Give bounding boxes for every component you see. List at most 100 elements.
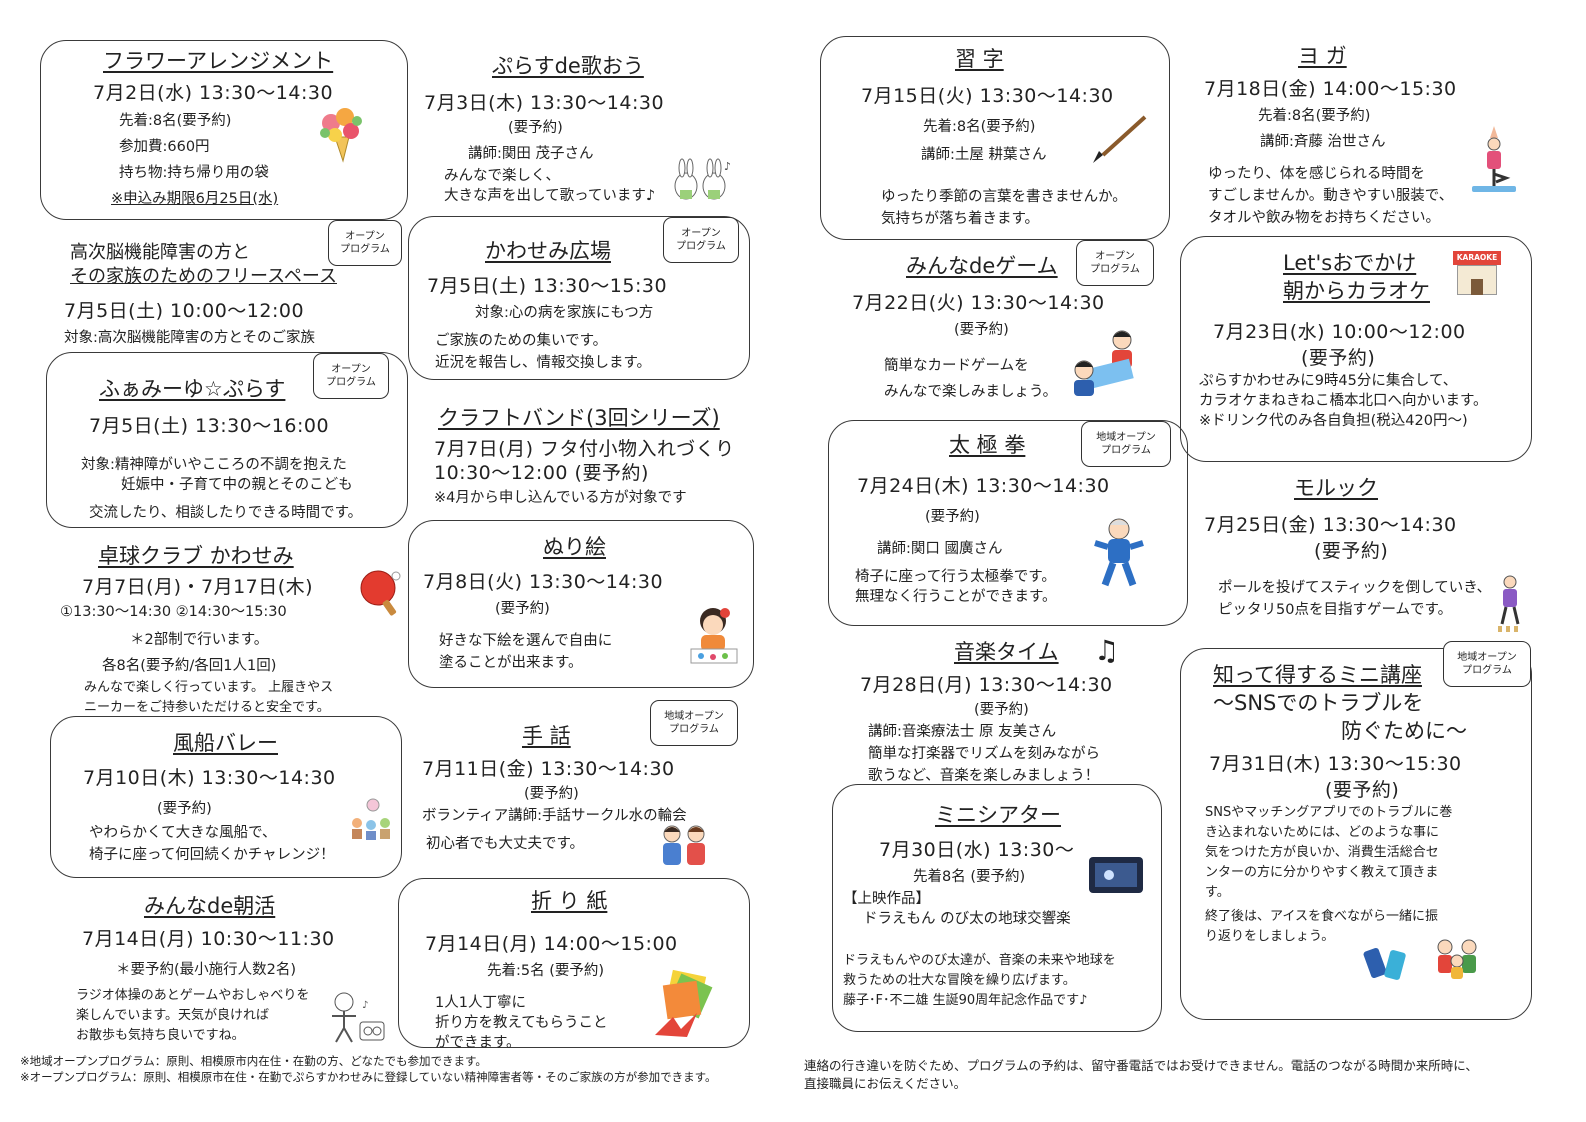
event-morning-activity: みんなde朝活 7月14日(月) 10:30～11:30 ＊要予約(最小施行人数…	[72, 884, 398, 1054]
event-desc-1: 簡単な打楽器でリズムを刻みながら	[868, 746, 1100, 762]
event-reservation: (要予約)	[1301, 347, 1376, 369]
event-reservation: (要予約)	[974, 702, 1029, 718]
footer-reservation-note-2: 直接職員にお伝えください。	[804, 1076, 967, 1091]
event-desc-2: カラオケまねきねこ橋本北口へ向かいます。	[1199, 393, 1488, 409]
event-desc-2: 楽しんでいます。天気が良ければ	[76, 1008, 270, 1023]
event-note: ※4月から申し込んでいる方が対象です	[434, 490, 687, 506]
event-date: 7月5日(土) 13:30～16:00	[89, 415, 330, 437]
singing-rabbits-icon: ♪	[674, 158, 731, 200]
event-title: 折 り 紙	[531, 889, 608, 913]
event-desc-1: みんなで楽しく行っています。 上履きやス	[84, 680, 334, 695]
event-title: 手 話	[522, 724, 571, 748]
event-title: ぬり絵	[543, 535, 606, 559]
karaoke-building-icon: KARAOKE	[1453, 251, 1501, 297]
event-desc-3: タオルや飲み物をお持ちください。	[1208, 210, 1440, 226]
event-instructor: 講師:音楽療法士 原 友美さん	[868, 724, 1057, 740]
sign-language-people-icon	[663, 825, 705, 865]
event-desc-1: やわらかくて大きな風船で、	[89, 825, 277, 841]
event-capacity: 先着:8名(要予約)	[1258, 108, 1371, 124]
event-reservation: ＊要予約(最小施行人数2名)	[116, 962, 297, 978]
regional-open-program-badge: 地域オープンプログラム	[1443, 641, 1531, 687]
event-desc-2: 大きな声を出して歌っています♪	[444, 188, 656, 204]
event-desc-2: 気持ちが落ち着きます。	[881, 211, 1040, 227]
event-desc-2: 椅子に座って何回続くかチャレンジ！	[89, 847, 335, 863]
event-film-title: ドラえもん のび太の地球交響楽	[863, 911, 1071, 927]
event-date: 7月30日(水) 13:30～	[879, 839, 1075, 861]
event-reservation: (要予約)	[524, 786, 579, 802]
event-desc-1: ゆったり季節の言葉を書きませんか。	[881, 189, 1127, 205]
event-desc-3: 気をつけた方が良いか、消費生活総合セ	[1205, 845, 1439, 860]
family-icon	[1437, 939, 1477, 979]
event-instructor: 講師:斉藤 治世さん	[1260, 134, 1386, 150]
bouquet-icon	[320, 108, 362, 163]
regional-open-program-badge: 地域オープンプログラム	[1081, 421, 1171, 467]
event-desc-1: ラジオ体操のあとゲームやおしゃべりを	[76, 988, 310, 1003]
event-title: 卓球クラブ かわせみ	[98, 544, 294, 568]
event-date: 7月14日(月) 10:30～11:30	[82, 928, 335, 950]
balloon-volleyball-icon	[352, 798, 390, 840]
event-desc-2: ニーカーをご持参いただけると安全です。	[84, 700, 330, 715]
event-date: 7月15日(火) 13:30～14:30	[861, 85, 1114, 107]
footer-note-regional: ※地域オープンプログラム：原則、相模原市内在住・在勤の方、どなたでも参加できます…	[20, 1054, 487, 1068]
music-note-icon: ♫	[1094, 634, 1120, 667]
event-date: 7月22日(火) 13:30～14:30	[852, 292, 1105, 314]
event-date: 7月10日(木) 13:30～14:30	[83, 767, 336, 789]
event-title: 習 字	[955, 47, 1004, 71]
event-title-line-2: 朝からカラオケ	[1283, 279, 1430, 303]
event-deadline: ※申込み期限6月25日(水)	[111, 191, 279, 207]
card-game-players-icon	[1074, 330, 1134, 396]
calligraphy-brush-icon	[1093, 115, 1147, 163]
event-reservation: (要予約)	[925, 509, 980, 525]
event-desc-1: 好きな下絵を選んで自由に	[439, 633, 613, 649]
origami-paper-icon	[655, 969, 713, 1037]
event-desc-2: き込まれないためには、どのような事に	[1205, 825, 1440, 840]
ping-pong-paddle-icon	[360, 570, 401, 616]
event-desc-3: ができます。	[435, 1035, 521, 1051]
event-target-1: 対象:精神障がいやこころの不調を抱えた	[81, 457, 347, 473]
molkky-player-icon	[1498, 575, 1520, 632]
event-title: ふぁみーゆ☆ぷらす	[99, 377, 286, 401]
open-program-badge: オープンプログラム	[663, 217, 739, 263]
yoga-pose-icon	[1472, 126, 1516, 192]
regional-open-program-badge: 地域オープンプログラム	[650, 700, 738, 746]
event-capacity: 先着8名 (要予約)	[913, 869, 1026, 885]
event-capacity: 先着:8名(要予約)	[119, 113, 232, 129]
movie-screen-icon	[1089, 857, 1143, 893]
svg-text:♪: ♪	[362, 1000, 368, 1011]
event-desc-2: 無理なく行うことができます。	[855, 589, 1057, 605]
event-date: 7月18日(金) 14:00～15:30	[1204, 78, 1457, 100]
event-fee: 参加費:660円	[119, 139, 210, 155]
karaoke-sign: KARAOKE	[1453, 251, 1501, 265]
event-date: 7月23日(水) 10:00～12:00	[1213, 321, 1466, 343]
event-date: 7月5日(土) 10:00～12:00	[64, 300, 305, 322]
event-instructor: ボランティア講師:手話サークル水の輪会	[422, 808, 687, 824]
event-title-line-3: 防ぐために～	[1341, 719, 1467, 743]
event-brain-free-space: 高次脳機能障害の方と その家族のためのフリースペース 7月5日(土) 10:00…	[58, 220, 408, 348]
event-title: 太 極 拳	[949, 433, 1026, 457]
event-date: 7月3日(木) 13:30～14:30	[424, 92, 665, 114]
event-title-line-2: ～SNSでのトラブルを	[1213, 691, 1424, 715]
event-desc-2: ピッタリ50点を目指すゲームです。	[1218, 602, 1453, 618]
event-desc-1: ご家族のための集いです。	[435, 333, 608, 349]
event-desc-5: す。	[1205, 885, 1230, 900]
event-reservation: (要予約)	[1325, 779, 1400, 801]
event-desc-1: ドラえもんやのび太達が、音楽の未来や地球を	[843, 953, 1116, 968]
event-ping-pong-club: 卓球クラブ かわせみ 7月7日(月)・7月17日(木) ①13:30～14:30…	[50, 534, 410, 715]
event-date: 7月28日(月) 13:30～14:30	[860, 674, 1113, 696]
event-capacity: 先着:5名 (要予約)	[487, 963, 605, 979]
event-date: 7月2日(水) 13:30～14:30	[93, 82, 334, 104]
event-reservation: (要予約)	[1314, 540, 1389, 562]
event-flower-arrangement: フラワーアレンジメント 7月2日(水) 13:30～14:30 先着:8名(要予…	[40, 40, 408, 220]
event-time: 10:30～12:00 (要予約)	[434, 462, 649, 484]
event-title: ヨ ガ	[1298, 44, 1347, 68]
open-program-badge: オープンプログラム	[1076, 240, 1154, 286]
event-desc-1: みんなで楽しく、	[444, 168, 560, 184]
event-title: かわせみ広場	[485, 239, 611, 263]
tai-chi-man-icon	[1094, 518, 1144, 587]
event-title: モルック	[1294, 476, 1378, 500]
event-title: みんなdeゲーム	[906, 254, 1058, 278]
event-target: 対象:高次脳機能障害の方とそのご家族	[64, 330, 315, 346]
event-date: 7月14日(月) 14:00～15:00	[425, 933, 678, 955]
event-date: 7月31日(木) 13:30～15:30	[1209, 753, 1462, 775]
event-belongings: 持ち物:持ち帰り用の袋	[119, 165, 269, 181]
